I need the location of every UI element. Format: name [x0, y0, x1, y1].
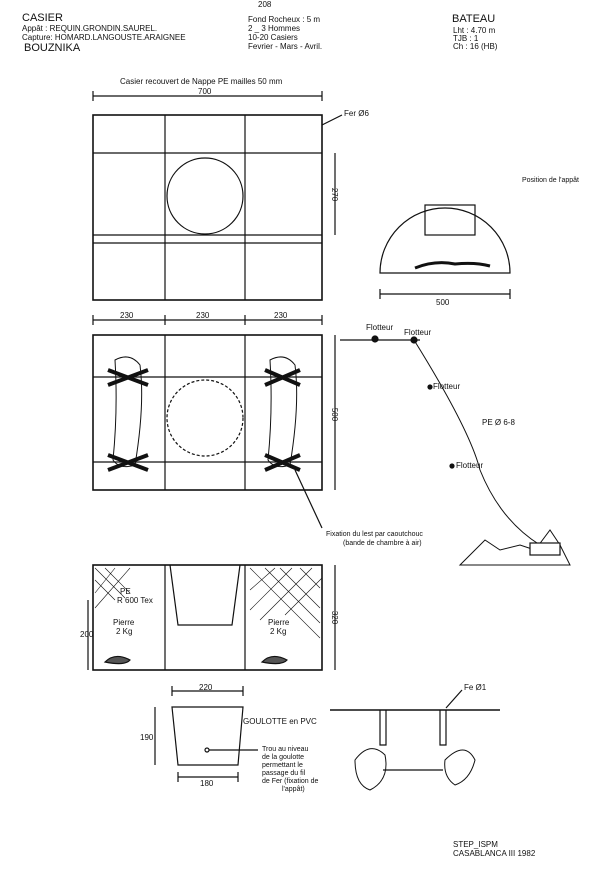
dim-230-2: 230	[196, 311, 210, 320]
trap-top-view	[92, 91, 343, 301]
boat-title: BATEAU	[452, 13, 496, 25]
trap-middle-view	[92, 315, 336, 529]
stone-right-label: Pierre	[268, 618, 290, 627]
hole-note-line: Trou au niveau	[262, 746, 309, 753]
goulotte-height-dim: 190	[140, 733, 154, 742]
flotteur-label-3: Flotteur	[433, 382, 461, 391]
stone-left-weight: 2 Kg	[116, 627, 133, 636]
boat-tjb: TJB : 1	[453, 34, 479, 43]
bait-position-label: Position de l'appât	[522, 177, 579, 184]
hole-note-line: l'appât)	[282, 786, 305, 793]
trap-side-view	[87, 564, 336, 671]
hole-note: Trou au niveau de la goulotte permettant…	[262, 746, 318, 794]
goulotte-label: GOULOTTE en PVC	[243, 717, 317, 726]
drawing-title: CASIER	[22, 12, 63, 24]
trap-count: 10-20 Casiers	[248, 33, 298, 42]
hole-note-line: de la goulotte	[262, 754, 305, 761]
fixation-label: Fixation du lest par caoutchouc	[326, 531, 423, 538]
net-label: PE	[120, 587, 131, 596]
hole-note-line: de Fer (fixation de	[262, 778, 319, 785]
stone-left-label: Pierre	[113, 618, 135, 627]
footer-place-date: CASABLANCA III 1982	[453, 849, 536, 858]
dim-height: 270	[330, 187, 340, 202]
dim-width: 700	[198, 87, 212, 96]
rope-label: PE Ø 6-8	[482, 418, 515, 427]
hole-note-line: passage du fil	[262, 770, 306, 777]
entrance-circle	[166, 157, 244, 235]
stone-right-weight: 2 Kg	[270, 627, 287, 636]
crew-info: 2 _ 3 Hommes	[248, 24, 301, 33]
fe-label: Fe Ø1	[464, 683, 487, 692]
flotteur-label-1: Flotteur	[366, 323, 394, 332]
section-width: 500	[436, 298, 450, 307]
season: Fevrier - Mars - Avril.	[248, 42, 323, 51]
dim-230-3: 230	[274, 311, 288, 320]
goulotte-drawing	[154, 686, 258, 782]
fer-label: Fer Ø6	[344, 109, 369, 118]
flotteur-label-2: Flotteur	[404, 328, 432, 337]
net-spec: R 600 Tex	[117, 596, 153, 605]
page-number: 208	[258, 0, 272, 9]
dim-230-1: 230	[120, 311, 134, 320]
location: BOUZNIKA	[24, 42, 81, 54]
capture-info: Capture: HOMARD.LANGOUSTE.ARAIGNEE	[22, 33, 186, 42]
footer-org: STEP_ISPM	[453, 840, 498, 849]
goulotte-top-dim: 220	[199, 683, 213, 692]
goulotte-bottom-dim: 180	[200, 779, 214, 788]
net-note: Casier recouvert de Nappe PE mailles 50 …	[120, 77, 283, 86]
dim-200: 200	[80, 630, 94, 639]
boat-length: Lht : 4.70 m	[453, 26, 496, 35]
dim-320: 320	[330, 610, 340, 625]
depth-info: Fond Rocheux : 5 m	[248, 15, 321, 24]
boat-power: Ch : 16 (HB)	[453, 42, 498, 51]
bait-detail	[330, 689, 500, 791]
flotteur-label-4: Flotteur	[456, 461, 484, 470]
hole-note-line: permettant le	[262, 762, 303, 769]
bait-info: Appât : REQUIN.GRONDIN.SAUREL.	[22, 24, 158, 33]
trap-section-view	[379, 204, 511, 299]
dim-500: 500	[330, 407, 340, 422]
float-line	[340, 335, 571, 566]
fixation-sublabel: (bande de chambre à air)	[343, 540, 422, 547]
